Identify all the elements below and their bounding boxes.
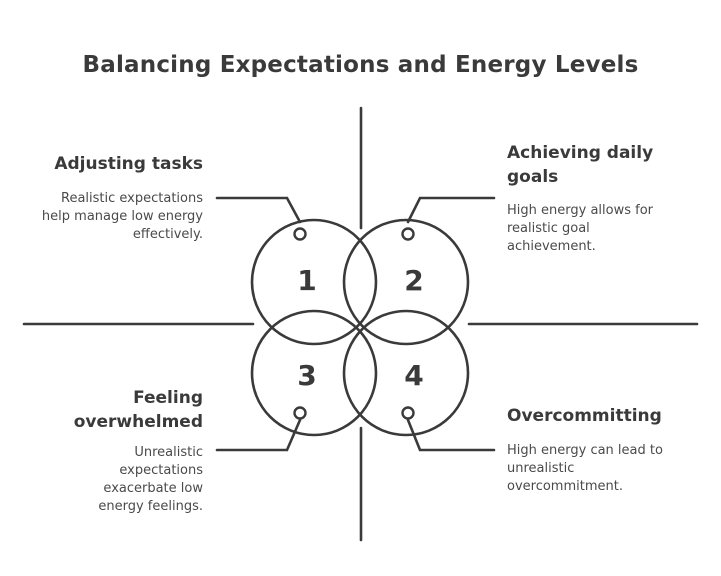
quadrant-number-1: 1 <box>297 264 316 297</box>
quadrant-number-4: 4 <box>404 359 423 392</box>
circle-3 <box>250 309 378 437</box>
circle-2 <box>342 218 470 346</box>
connector-1 <box>215 196 302 224</box>
connector-2 <box>406 196 496 224</box>
circle-4 <box>342 309 470 437</box>
connector-4 <box>406 418 496 452</box>
quadrant-3-description: Unrealistic expectations exacerbate low … <box>98 445 203 514</box>
quadrant-2-description: High energy allows for realistic goal ac… <box>507 203 653 254</box>
connector-dot-2 <box>401 227 415 241</box>
quadrant-4-heading: Overcommitting <box>507 406 662 426</box>
connector-3 <box>215 418 302 452</box>
connector-dot-3 <box>293 406 307 420</box>
connector-dot-1 <box>293 227 307 241</box>
circle-1 <box>250 218 378 346</box>
page-title: Balancing Expectations and Energy Levels <box>82 52 639 78</box>
quadrant-number-3: 3 <box>297 359 316 392</box>
quadrant-1-heading: Adjusting tasks <box>54 154 203 174</box>
quadrant-1-description: Realistic expectations help manage low e… <box>41 191 203 242</box>
quadrant-3-heading: Feeling overwhelmed <box>73 388 203 432</box>
quadrant-number-2: 2 <box>404 264 423 297</box>
quadrant-4-description: High energy can lead to unrealistic over… <box>507 443 663 494</box>
connector-dot-4 <box>401 406 415 420</box>
quadrant-2-heading: Achieving daily goals <box>507 143 654 187</box>
